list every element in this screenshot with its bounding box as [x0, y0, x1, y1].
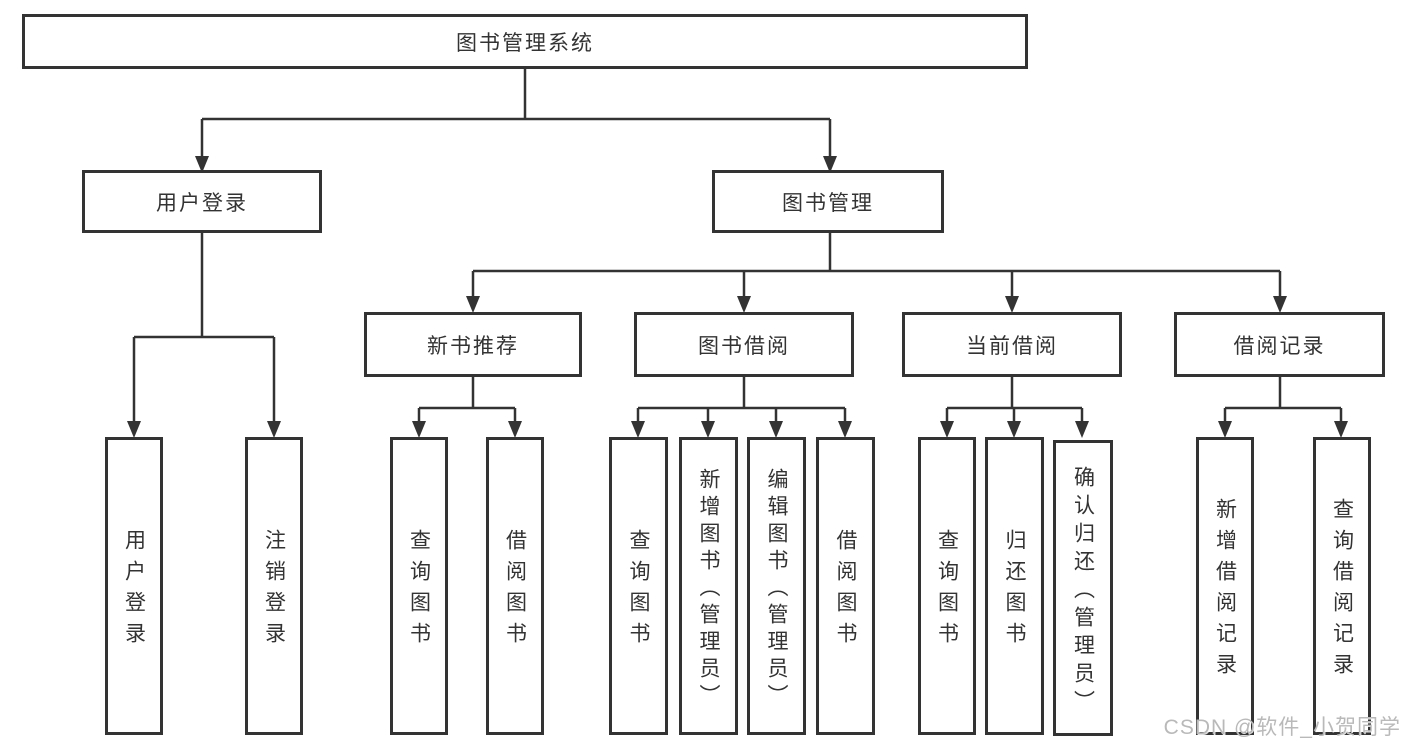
arrowhead-icon	[838, 421, 852, 438]
node-book-borrow-label: 图书借阅	[698, 334, 790, 358]
leaf-records-add-record-label: 新增借阅记录	[1213, 498, 1237, 684]
leaf-recommend-query-books: 查询图书	[390, 437, 448, 735]
leaf-logout: 注销登录	[245, 437, 303, 735]
leaf-borrow-borrow-books-label: 借阅图书	[834, 529, 857, 653]
node-user-login-label: 用户登录	[156, 191, 248, 215]
arrowhead-icon	[940, 421, 954, 438]
node-root-label: 图书管理系统	[456, 31, 594, 55]
leaf-user-login-label: 用户登录	[122, 529, 146, 653]
node-current-borrow-label: 当前借阅	[966, 334, 1058, 358]
arrowhead-icon	[508, 421, 522, 438]
node-borrow-records-label: 借阅记录	[1233, 334, 1326, 358]
node-current-borrow: 当前借阅	[902, 312, 1122, 377]
leaf-records-query-record-label: 查询借阅记录	[1330, 498, 1354, 684]
leaf-current-query-books-label: 查询图书	[935, 529, 959, 653]
arrowhead-icon	[737, 296, 751, 313]
arrowhead-icon	[823, 156, 837, 173]
node-user-login: 用户登录	[82, 170, 322, 233]
leaf-borrow-edit-books-admin: 编辑图书（管理员）	[747, 437, 806, 735]
leaf-current-query-books: 查询图书	[918, 437, 976, 735]
node-new-book-recommend: 新书推荐	[364, 312, 582, 377]
connector-current	[945, 377, 1084, 423]
node-new-book-recommend-label: 新书推荐	[427, 334, 519, 358]
arrowhead-icon	[769, 421, 783, 438]
arrowhead-icon	[631, 421, 645, 438]
leaf-borrow-edit-books-admin-label: 编辑图书（管理员）	[765, 467, 788, 711]
leaf-current-return-books: 归还图书	[985, 437, 1044, 735]
leaf-borrow-add-books-admin: 新增图书（管理员）	[679, 437, 738, 735]
arrowhead-icon	[195, 156, 209, 173]
leaf-records-query-record: 查询借阅记录	[1313, 437, 1371, 735]
leaf-current-confirm-return-admin: 确认归还（管理员）	[1053, 440, 1113, 736]
arrowhead-icon	[1334, 421, 1348, 438]
leaf-borrow-borrow-books: 借阅图书	[816, 437, 875, 735]
node-book-borrow: 图书借阅	[634, 312, 854, 377]
csdn-watermark: CSDN @软件_小贺同学	[1163, 716, 1401, 739]
connector-recommend	[417, 377, 517, 423]
connector-root	[200, 69, 832, 158]
connector-borrow	[636, 377, 847, 423]
node-borrow-records: 借阅记录	[1174, 312, 1385, 377]
leaf-recommend-query-books-label: 查询图书	[407, 529, 431, 653]
leaf-borrow-add-books-admin-label: 新增图书（管理员）	[697, 467, 720, 711]
arrowheads	[127, 156, 1348, 438]
connector-book-mgmt	[471, 233, 1282, 298]
node-book-management: 图书管理	[712, 170, 944, 233]
leaf-borrow-query-books-label: 查询图书	[627, 529, 650, 653]
connector-user-login	[132, 233, 276, 423]
leaf-user-login: 用户登录	[105, 437, 163, 735]
arrowhead-icon	[127, 421, 141, 438]
node-root: 图书管理系统	[22, 14, 1028, 69]
leaf-recommend-borrow-books-label: 借阅图书	[503, 529, 527, 653]
leaf-current-return-books-label: 归还图书	[1003, 529, 1026, 653]
arrowhead-icon	[1218, 421, 1232, 438]
arrowhead-icon	[1007, 421, 1021, 438]
arrowhead-icon	[1273, 296, 1287, 313]
arrowhead-icon	[412, 421, 426, 438]
connector-records	[1223, 377, 1343, 423]
leaf-recommend-borrow-books: 借阅图书	[486, 437, 544, 735]
leaf-records-add-record: 新增借阅记录	[1196, 437, 1254, 735]
leaf-borrow-query-books: 查询图书	[609, 437, 668, 735]
leaf-current-confirm-return-admin-label: 确认归还（管理员）	[1071, 465, 1095, 718]
node-book-management-label: 图书管理	[782, 191, 874, 215]
arrowhead-icon	[1005, 296, 1019, 313]
arrowhead-icon	[701, 421, 715, 438]
arrowhead-icon	[267, 421, 281, 438]
arrowhead-icon	[466, 296, 480, 313]
leaf-logout-label: 注销登录	[262, 529, 286, 653]
arrowhead-icon	[1075, 421, 1089, 438]
